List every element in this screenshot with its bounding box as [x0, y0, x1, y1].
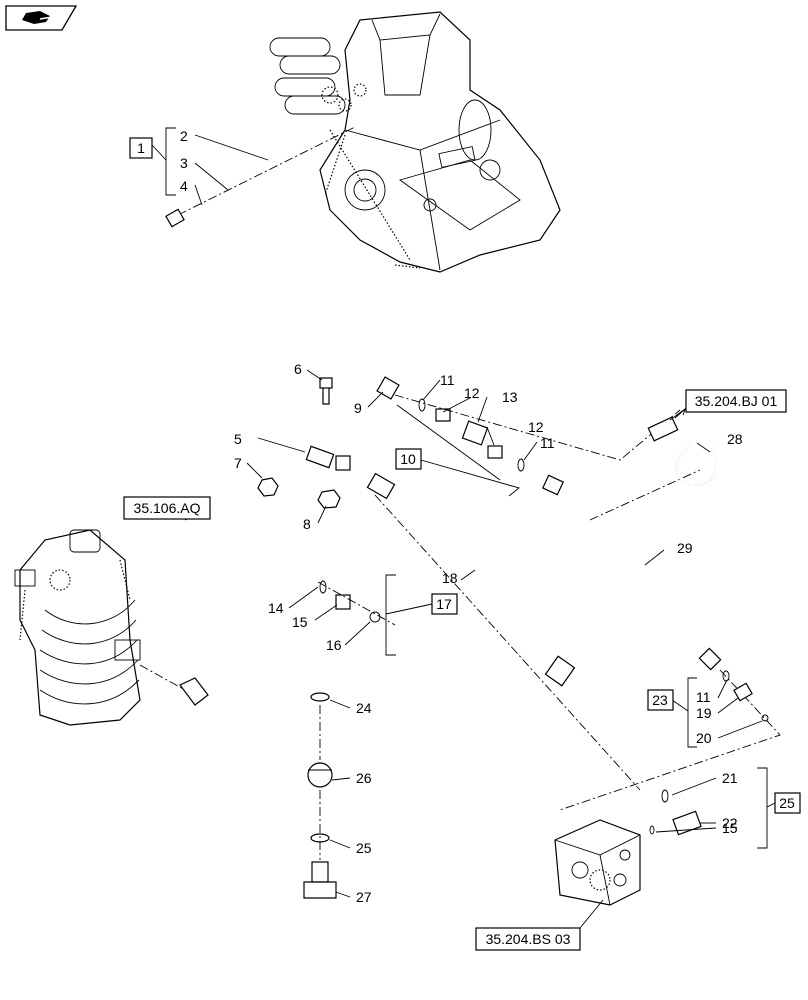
- svg-text:35.204.BS 03: 35.204.BS 03: [486, 931, 571, 947]
- svg-text:6: 6: [294, 361, 302, 377]
- cable-tie-28[interactable]: [675, 444, 717, 486]
- callout-box-19[interactable]: 23: [647, 689, 674, 711]
- svg-text:15: 15: [722, 820, 738, 836]
- fitting-group-14: [317, 580, 396, 626]
- callout-box-14[interactable]: 17: [431, 593, 458, 615]
- svg-text:11: 11: [696, 689, 711, 705]
- reference-35-204-bj-01[interactable]: 35.204.BJ 01: [685, 389, 787, 413]
- filter-housing: [14, 529, 141, 726]
- svg-text:20: 20: [696, 730, 712, 746]
- svg-text:27: 27: [356, 889, 372, 905]
- svg-text:19: 19: [696, 705, 712, 721]
- svg-text:21: 21: [722, 770, 738, 786]
- hose-assembly-5[interactable]: [152, 208, 316, 458]
- svg-text:12: 12: [528, 419, 544, 435]
- callout-labels: 2 3 4 5 6 7 8 9 11 11 11 12 12 13 14 15 …: [180, 128, 743, 905]
- callout-box-1[interactable]: 1: [129, 137, 153, 159]
- svg-text:11: 11: [440, 372, 455, 388]
- fitting-group-22: [649, 789, 702, 836]
- hose-18[interactable]: [366, 472, 576, 687]
- svg-text:23: 23: [652, 692, 668, 708]
- svg-text:22: 22: [722, 815, 738, 831]
- sensor[interactable]: [647, 409, 685, 442]
- bolt-27[interactable]: [303, 861, 337, 899]
- transmission-housing: [269, 11, 561, 273]
- svg-text:16: 16: [326, 637, 342, 653]
- svg-text:18: 18: [442, 570, 458, 586]
- svg-text:8: 8: [303, 516, 311, 532]
- bookmark-book-icon[interactable]: [5, 5, 78, 31]
- svg-text:13: 13: [502, 389, 518, 405]
- hose-29[interactable]: [541, 474, 722, 671]
- svg-text:35.204.BJ 01: 35.204.BJ 01: [695, 393, 778, 409]
- svg-text:2: 2: [180, 128, 188, 144]
- svg-text:29: 29: [677, 540, 693, 556]
- callout-box-22[interactable]: 25: [774, 792, 801, 814]
- leader-lines: [184, 134, 763, 929]
- svg-text:35.106.AQ: 35.106.AQ: [134, 500, 201, 516]
- svg-text:15: 15: [292, 614, 308, 630]
- nut-7[interactable]: [257, 477, 279, 497]
- reference-35-204-bs-03[interactable]: 35.204.BS 03: [475, 927, 581, 951]
- svg-text:3: 3: [180, 155, 188, 171]
- svg-text:4: 4: [180, 178, 188, 194]
- hose-26[interactable]: [179, 677, 333, 788]
- svg-text:25: 25: [779, 795, 795, 811]
- reference-35-106-aq[interactable]: 35.106.AQ: [123, 496, 211, 520]
- svg-text:26: 26: [356, 770, 372, 786]
- svg-text:9: 9: [354, 400, 362, 416]
- svg-text:10: 10: [400, 451, 416, 467]
- svg-text:25: 25: [356, 840, 372, 856]
- group-brackets: [151, 127, 776, 849]
- svg-text:17: 17: [436, 596, 452, 612]
- svg-text:14: 14: [268, 600, 284, 616]
- fittings-row: [376, 376, 681, 481]
- svg-text:24: 24: [356, 700, 372, 716]
- svg-text:12: 12: [464, 385, 480, 401]
- svg-text:11: 11: [540, 435, 555, 451]
- svg-text:28: 28: [727, 431, 743, 447]
- callout-box-10[interactable]: 10: [395, 448, 422, 470]
- fitting-group-19: [722, 670, 769, 722]
- valve-block: [554, 819, 641, 906]
- nut-8[interactable]: [317, 489, 341, 509]
- tee-fitting[interactable]: [305, 377, 351, 471]
- svg-text:1: 1: [137, 140, 145, 156]
- svg-text:5: 5: [234, 431, 242, 447]
- svg-text:7: 7: [234, 455, 242, 471]
